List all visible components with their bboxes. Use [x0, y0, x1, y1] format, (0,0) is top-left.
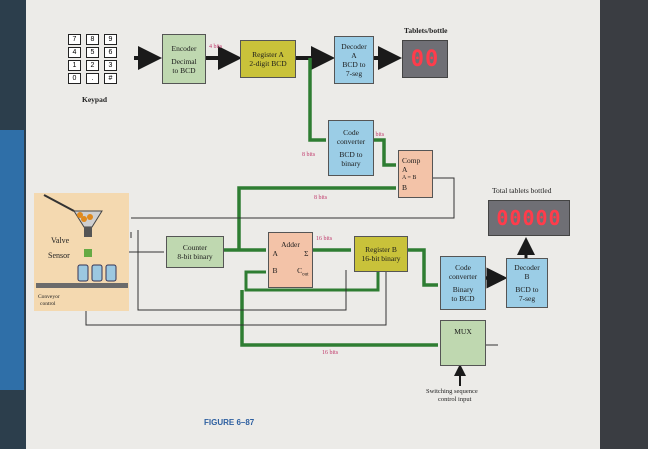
converter-a-line: Code [343, 128, 359, 137]
adder-carry: Cout [297, 266, 308, 280]
decoder-b-line: Decoder [514, 263, 540, 272]
counter-block: Counter 8-bit binary [166, 236, 224, 268]
tablets-per-bottle-display: 00 [402, 40, 448, 78]
encoder-block: Encoder Decimal to BCD [162, 34, 206, 84]
keypad-key[interactable]: 2 [86, 60, 99, 71]
bus-label: 4 bits [209, 44, 223, 50]
bottling-plant-illustration [34, 193, 129, 311]
total-bottled-display: 00000 [488, 200, 570, 236]
bus-label: 8 bits [314, 195, 328, 201]
adder-title: Adder [281, 240, 300, 250]
total-bottled-label: Total tablets bottled [492, 186, 552, 195]
comp-line: Comp [402, 156, 421, 165]
register-b-subtitle: 16-bit binary [361, 254, 401, 263]
converter-a-line: binary [341, 159, 361, 168]
decoder-a-line: 7-seg [345, 69, 363, 78]
sensor-label: Sensor [48, 251, 70, 260]
wiring-diagram [85, 46, 535, 386]
bus-label: 16 bits [316, 236, 333, 242]
keypad-key[interactable]: 4 [68, 47, 81, 58]
decoder-a-block: Decoder A BCD to 7-seg [334, 36, 374, 84]
keypad-key[interactable]: . [86, 73, 99, 84]
converter-a-line: BCD to [339, 150, 363, 159]
code-converter-b-block: Code converter Binary to BCD [440, 256, 486, 310]
ctrl-comp-valve [131, 177, 455, 219]
valve-label: Valve [51, 236, 70, 245]
adder-sum: Σ [304, 249, 309, 259]
encoder-subtitle: to BCD [172, 65, 196, 75]
ctrl-conveyor [85, 270, 387, 326]
register-a-title: Register A [252, 50, 284, 59]
encoder-subtitle: Decimal [171, 56, 197, 66]
adder-input-a: A [272, 249, 278, 259]
tablets-per-bottle-label: Tablets/bottle [404, 26, 448, 35]
figure-caption: FIGURE 6–87 [204, 418, 255, 427]
register-a-subtitle: 2-digit BCD [249, 59, 287, 68]
decoder-a-line: Decoder [341, 42, 367, 51]
converter-b-line: to BCD [451, 294, 475, 303]
bottling-plant-graphic [36, 194, 128, 288]
decoder-b-line: 7-seg [518, 294, 536, 303]
counter-subtitle: 8-bit binary [177, 252, 213, 261]
bus-rega-converter [308, 58, 326, 142]
adder-carry-letter: C [297, 266, 303, 276]
converter-b-line: Binary [452, 285, 474, 294]
switching-label: control input [438, 396, 472, 403]
register-b-title: Register B [365, 245, 397, 254]
bus-counter-comp [237, 186, 396, 250]
mux-title: MUX [454, 327, 472, 336]
encoder-title: Encoder [171, 43, 197, 53]
display-digits: 00000 [496, 206, 562, 230]
conveyor-label: Conveyor [38, 294, 60, 300]
conveyor-label: control [40, 301, 56, 307]
decoder-a-line: BCD to [342, 60, 366, 69]
comp-line: A [402, 165, 408, 174]
register-b-block: Register B 16-bit binary [354, 236, 408, 272]
switching-label: Switching sequence [426, 388, 478, 395]
bus-converter-comp [372, 138, 396, 167]
keypad-key[interactable]: 5 [86, 47, 99, 58]
adder-carry-subscript: out [302, 272, 309, 278]
figure-page: 7 8 9 4 5 6 1 2 3 0 . # Keypad Encoder D… [26, 0, 600, 449]
adder-input-b: B [272, 266, 278, 276]
comparator-block: Comp A A = B B [398, 150, 433, 198]
keypad-key[interactable]: 1 [68, 60, 81, 71]
bus-label: 8 bits [302, 152, 316, 158]
decoder-a-line: A [351, 51, 357, 60]
code-converter-a-block: Code converter BCD to binary [328, 120, 374, 176]
left-window-blue-panel [0, 130, 24, 390]
bus-regb-mux [240, 290, 438, 347]
display-digits: 00 [410, 46, 440, 72]
converter-b-line: Code [455, 263, 471, 272]
register-a-block: Register A 2-digit BCD [240, 40, 296, 78]
keypad-key[interactable]: 8 [86, 34, 99, 45]
keypad-key[interactable]: 6 [104, 47, 117, 58]
keypad-key[interactable]: 7 [68, 34, 81, 45]
bus-label: 16 bits [322, 350, 339, 356]
decoder-b-line: BCD to [515, 285, 539, 294]
decoder-b-block: Decoder B BCD to 7-seg [506, 258, 548, 308]
comp-line: A = B [402, 175, 417, 181]
counter-title: Counter [182, 243, 208, 252]
keypad-key[interactable]: 0 [68, 73, 81, 84]
ctrl-sensor-loop [137, 230, 347, 311]
bus-regb-feedback [244, 270, 380, 292]
right-monitor-bezel [600, 0, 648, 449]
keypad-key[interactable]: # [104, 73, 117, 84]
bus-label: 8 bits [371, 132, 385, 138]
comp-line: B [402, 183, 408, 192]
keypad-label: Keypad [82, 95, 108, 104]
converter-a-line: converter [336, 137, 366, 146]
decoder-b-line: B [524, 272, 530, 281]
mux-block: MUX [440, 320, 486, 366]
keypad-key[interactable]: 9 [104, 34, 117, 45]
converter-b-line: converter [448, 272, 478, 281]
bus-regb-converter [406, 248, 438, 287]
adder-block: Adder A Σ B Cout [268, 232, 313, 288]
keypad-key[interactable]: 3 [104, 60, 117, 71]
